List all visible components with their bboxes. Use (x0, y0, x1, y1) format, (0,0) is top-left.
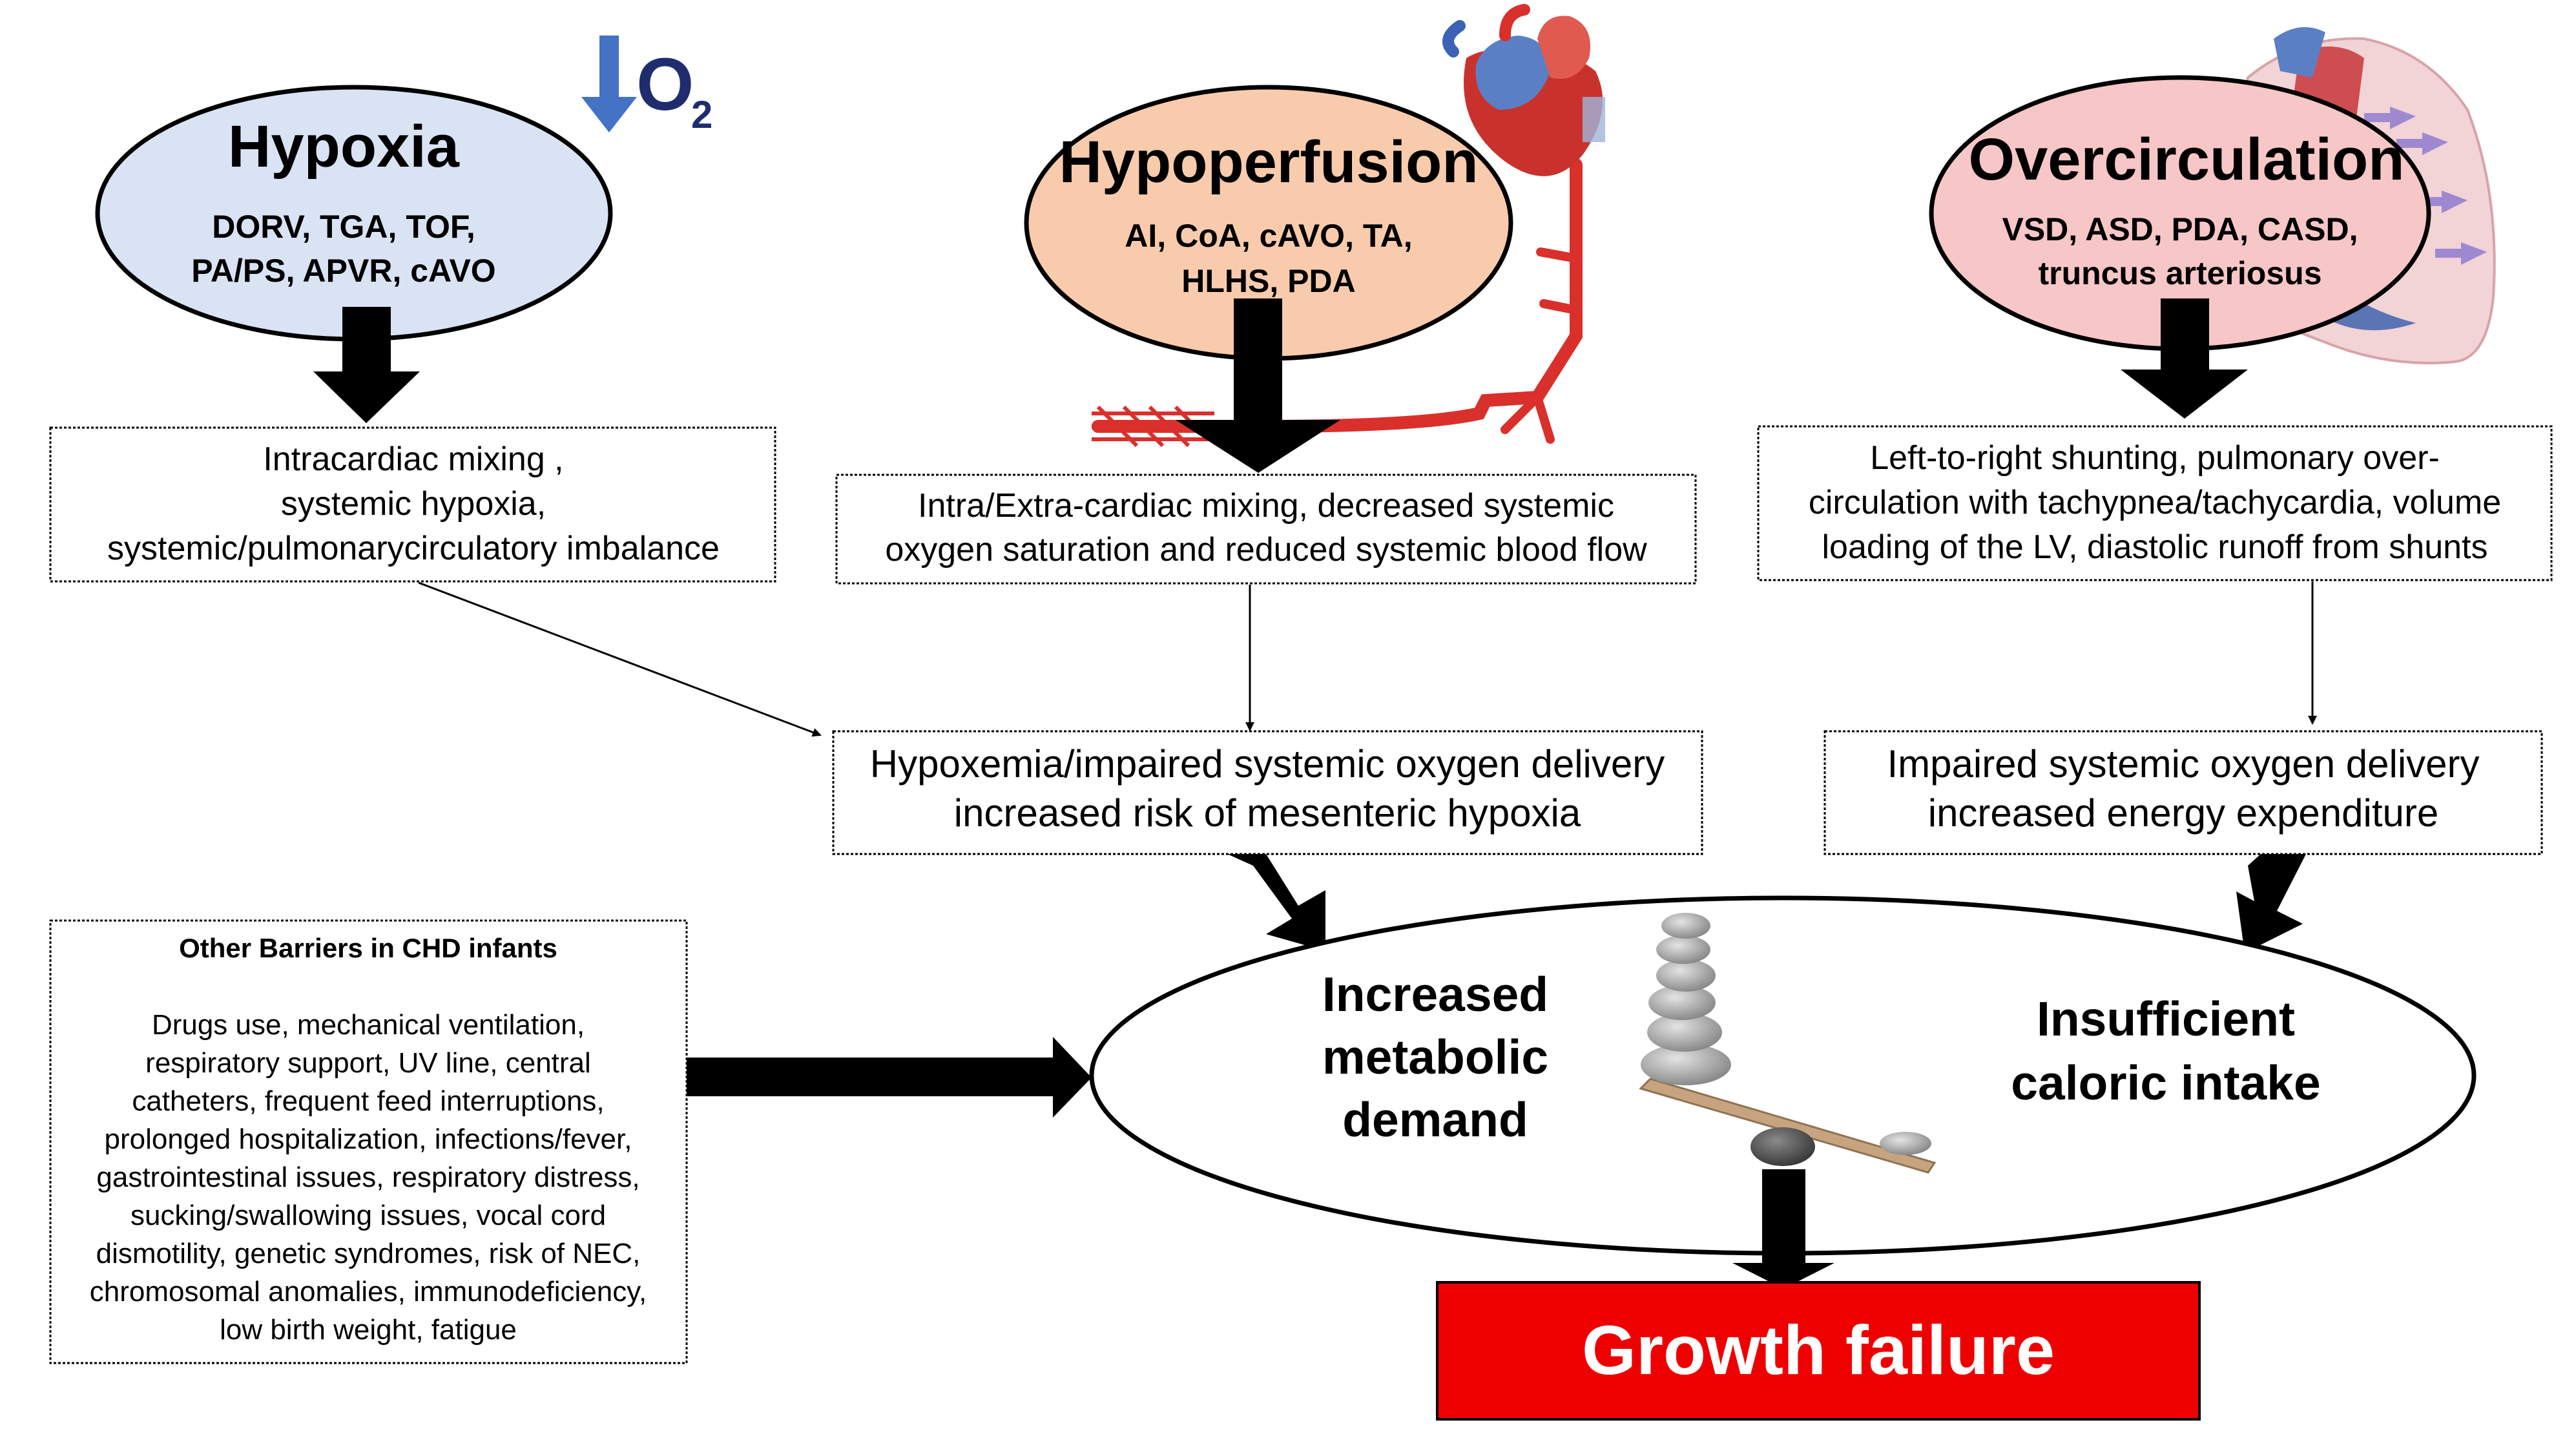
thick-arrow (1227, 854, 1325, 951)
oxygen-decrease-icon: O 2 (581, 36, 712, 136)
energy-expenditure-box: Impaired systemic oxygen delivery increa… (1823, 730, 2543, 855)
demand-label-line: metabolic (1322, 1030, 1548, 1084)
overcirculation-title: Overcirculation (1969, 127, 2405, 193)
stone-balance-illustration (1639, 913, 1937, 1174)
thick-arrow (1176, 298, 1340, 473)
hypoxemia-box: Hypoxemia/impaired systemic oxygen deliv… (832, 730, 1703, 855)
barriers-line: chromosomal anomalies, immunodeficiency, (90, 1276, 647, 1308)
hypoperfusion-mechanism-box: Intra/Extra-cardiac mixing, decreased sy… (835, 474, 1697, 585)
mechanism-line: systemic hypoxia, (281, 485, 546, 523)
growth-failure-label: Growth failure (1582, 1311, 2055, 1389)
barriers-line: sucking/swallowing issues, vocal cord (130, 1200, 606, 1231)
thick-arrow (2121, 298, 2248, 419)
hypoxia-node: Hypoxia DORV, TGA, TOF, PA/PS, APVR, cAV… (95, 85, 613, 342)
thick-arrow (1732, 1169, 1834, 1289)
connector-arrow (418, 581, 822, 737)
hypoperfusion-node: Hypoperfusion AI, CoA, cAVO, TA, HLHS, P… (1024, 85, 1513, 361)
thick-arrow (2236, 854, 2306, 953)
balance-node: Increased metabolic demand Insufficient … (1089, 895, 2477, 1256)
barriers-line: low birth weight, fatigue (220, 1314, 517, 1346)
mechanism-line: Intracardiac mixing , (263, 441, 563, 478)
hypoperfusion-title: Hypoperfusion (1059, 129, 1478, 195)
demand-label-line: demand (1342, 1092, 1528, 1147)
mechanism-line: Intra/Extra-cardiac mixing, decreased sy… (918, 487, 1614, 525)
thick-arrow (687, 1037, 1092, 1118)
mechanism-line: Left-to-right shunting, pulmonary over- (1870, 439, 2440, 477)
mechanism-line: oxygen saturation and reduced systemic b… (885, 531, 1647, 568)
barriers-line: catheters, frequent feed interruptions, (132, 1085, 604, 1117)
hypoxia-title: Hypoxia (228, 114, 460, 180)
intake-label-line: caloric intake (2011, 1056, 2320, 1110)
energy-line: Impaired systemic oxygen delivery (1887, 742, 2479, 786)
hypoxia-mechanism-box: Intracardiac mixing , systemic hypoxia, … (49, 426, 776, 583)
overcirculation-node: Overcirculation VSD, ASD, PDA, CASD, tru… (1929, 75, 2431, 351)
hypoxia-conditions-line: DORV, TGA, TOF, (212, 209, 475, 245)
demand-label-line: Increased (1322, 967, 1548, 1021)
barriers-title: Other Barriers in CHD infants (179, 933, 557, 963)
growth-failure-box: Growth failure (1436, 1281, 2201, 1421)
hypoxemia-line: increased risk of mesenteric hypoxia (954, 791, 1581, 835)
o2-subscript: 2 (691, 93, 712, 136)
barriers-line: Drugs use, mechanical ventilation, (152, 1009, 585, 1041)
barriers-line: prolonged hospitalization, infections/fe… (105, 1123, 632, 1155)
hypoxia-conditions-line: PA/PS, APVR, cAVO (191, 253, 495, 289)
hypoperfusion-conditions-line: AI, CoA, cAVO, TA, (1125, 218, 1412, 254)
other-barriers-box: Other Barriers in CHD infants Drugs use,… (49, 919, 688, 1364)
mechanism-line: loading of the LV, diastolic runoff from… (1822, 528, 2488, 566)
barriers-line: gastrointestinal issues, respiratory dis… (96, 1162, 639, 1193)
overcirculation-conditions-line: VSD, ASD, PDA, CASD, (2002, 211, 2358, 247)
hypoxemia-line: Hypoxemia/impaired systemic oxygen deliv… (870, 742, 1665, 786)
hypoperfusion-conditions-line: HLHS, PDA (1181, 263, 1355, 299)
barriers-line: respiratory support, UV line, central (145, 1047, 591, 1079)
barriers-line: dismotility, genetic syndromes, risk of … (96, 1238, 641, 1269)
intake-label-line: Insufficient (2037, 992, 2295, 1046)
overcirculation-mechanism-box: Left-to-right shunting, pulmonary over- … (1757, 425, 2553, 581)
mechanism-line: systemic/pulmonarycirculatory imbalance (107, 530, 720, 567)
mechanism-line: circulation with tachypnea/tachycardia, … (1809, 484, 2501, 521)
thick-arrow (313, 307, 420, 423)
energy-line: increased energy expenditure (1928, 791, 2439, 835)
o2-label: O (636, 43, 694, 126)
overcirculation-conditions-line: truncus arteriosus (2038, 255, 2322, 291)
